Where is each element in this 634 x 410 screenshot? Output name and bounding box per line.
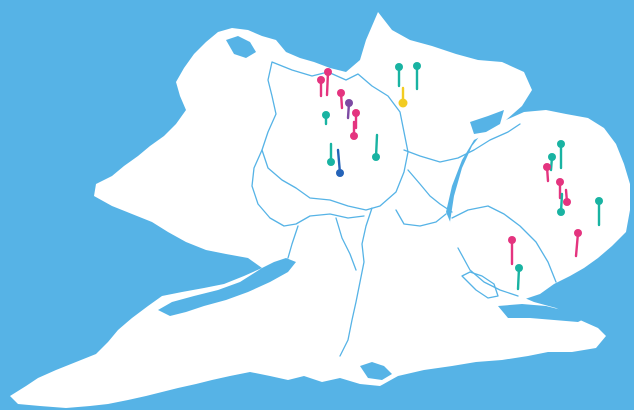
- map-pin-pink[interactable]: [563, 188, 571, 206]
- bay-liverpool: [226, 36, 256, 58]
- map-pin-teal[interactable]: [595, 197, 603, 227]
- land-mainland: [10, 12, 606, 408]
- river-east-midlands: [403, 123, 521, 213]
- map-pin-teal[interactable]: [557, 140, 565, 170]
- map-pin-pink[interactable]: [543, 163, 551, 183]
- land-east-anglia: [450, 110, 630, 300]
- map-pin-teal[interactable]: [515, 264, 523, 291]
- map-pin-pink[interactable]: [352, 109, 360, 130]
- river-west-midlands-ring: [261, 61, 409, 211]
- bay-wash: [470, 110, 504, 134]
- map-pin-teal[interactable]: [372, 133, 380, 161]
- river-southwest: [287, 217, 357, 271]
- estuary-severn: [158, 258, 296, 316]
- river-london-loop: [461, 271, 499, 299]
- map-pin-teal[interactable]: [548, 153, 556, 172]
- map-pin-teal[interactable]: [557, 192, 565, 216]
- pins: [317, 62, 603, 291]
- map-pin-pink[interactable]: [337, 89, 345, 110]
- map-pin-teal[interactable]: [395, 63, 403, 88]
- map-pin-pink[interactable]: [317, 76, 325, 98]
- map-pin-pink[interactable]: [556, 178, 564, 200]
- map-pin-pink[interactable]: [324, 68, 332, 97]
- map-pin-teal[interactable]: [327, 142, 335, 166]
- estuary-thames: [498, 304, 590, 322]
- map-pin-purple[interactable]: [345, 99, 353, 120]
- rivers: [251, 61, 557, 357]
- map-pin-blue[interactable]: [336, 148, 344, 177]
- river-east-anglia-ring: [451, 205, 557, 297]
- map-pin-pink[interactable]: [574, 229, 582, 258]
- inlet-solent: [360, 362, 392, 380]
- map-pin-teal[interactable]: [322, 111, 330, 126]
- map-pin-teal[interactable]: [413, 62, 421, 91]
- map-pin-pink[interactable]: [350, 120, 358, 140]
- river-central-south: [339, 207, 447, 357]
- map-pin-yellow[interactable]: [398, 86, 408, 108]
- river-wales-border: [251, 149, 365, 227]
- map-pin-pink[interactable]: [508, 236, 516, 266]
